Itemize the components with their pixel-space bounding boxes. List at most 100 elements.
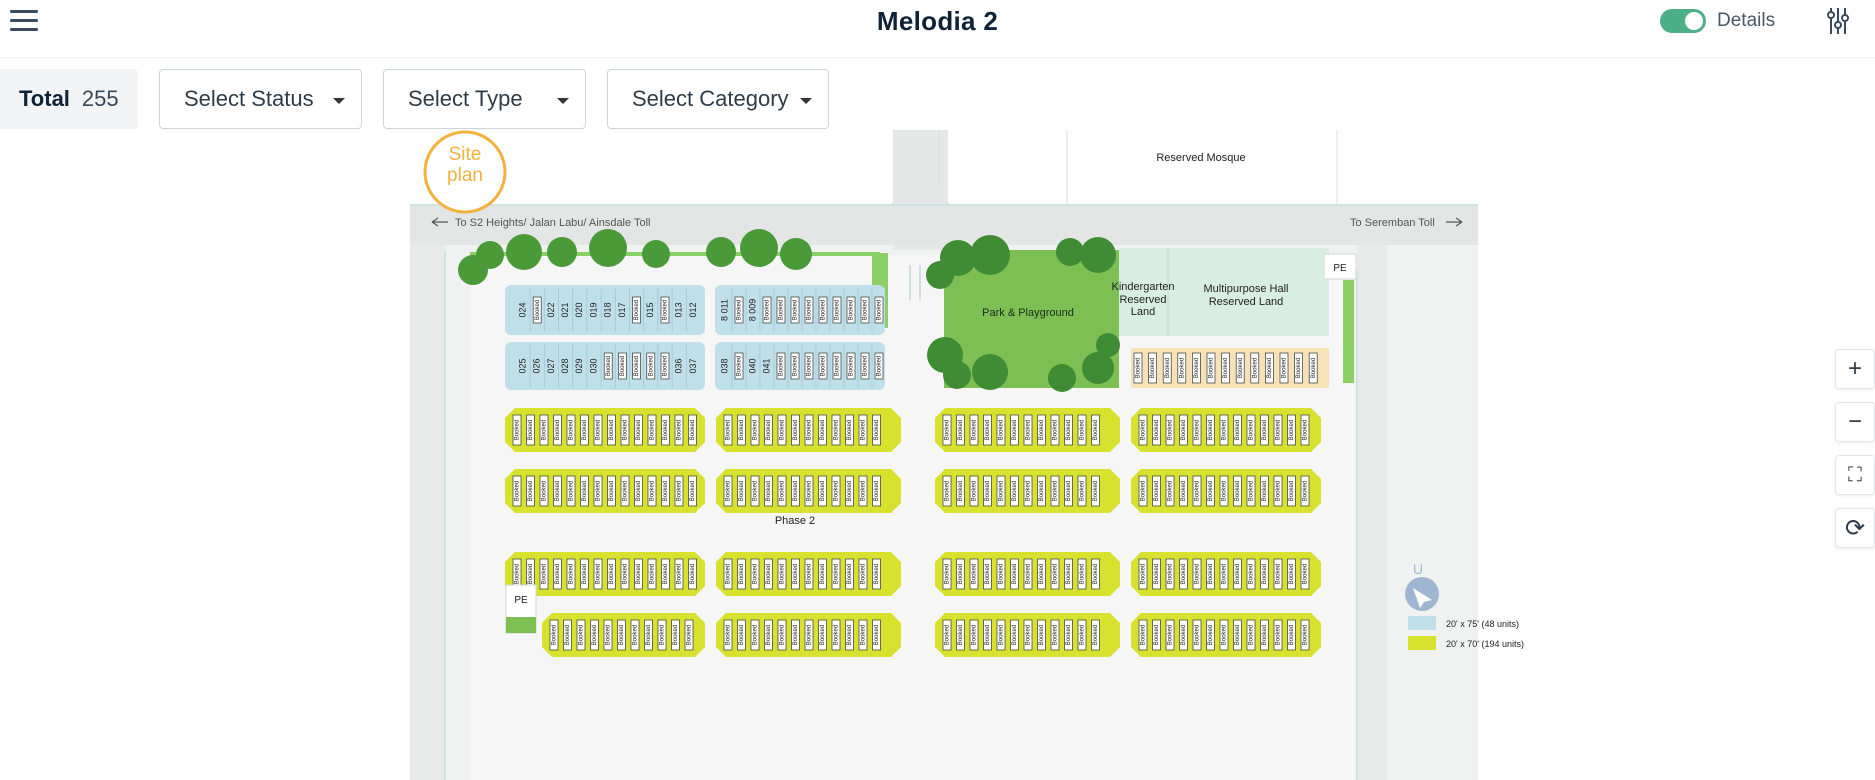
unit-lot[interactable]: Booked — [512, 414, 522, 446]
fullscreen-button[interactable]: ⛶ — [1835, 455, 1875, 495]
unit-lot[interactable]: Booked — [1091, 414, 1100, 446]
unit-lot[interactable]: Booked — [860, 352, 870, 380]
unit-lot[interactable]: Booked — [1037, 475, 1046, 507]
unit-lot[interactable]: Booked — [1138, 558, 1148, 590]
unit-lot[interactable]: Booked — [1050, 414, 1060, 446]
unit-lot[interactable]: Booked — [983, 475, 992, 507]
unit-lot[interactable]: Booked — [804, 475, 814, 507]
unit-lot[interactable]: Booked — [1265, 352, 1274, 384]
unit-lot[interactable]: Booked — [831, 475, 841, 507]
unit-lot[interactable]: Booked — [1308, 352, 1318, 384]
unit-lot[interactable]: Booked — [1246, 475, 1256, 507]
unit-lot[interactable]: Booked — [872, 558, 881, 590]
unit-lot[interactable]: Booked — [1300, 475, 1310, 507]
unit-lot[interactable]: Booked — [590, 619, 599, 651]
unit-lot[interactable]: 040 — [747, 353, 757, 379]
category-select[interactable]: Select Category — [607, 69, 829, 129]
unit-lot[interactable]: Booked — [790, 296, 800, 324]
unit-lot[interactable]: Booked — [737, 414, 746, 446]
unit-lot[interactable]: 024 — [517, 297, 527, 323]
unit-lot[interactable]: Booked — [764, 619, 773, 651]
unit-lot[interactable]: Booked — [1192, 475, 1202, 507]
unit-lot[interactable]: Booked — [1273, 558, 1283, 590]
unit-lot[interactable]: Booked — [563, 619, 572, 651]
unit-lot[interactable]: Booked — [818, 558, 827, 590]
unit-lot[interactable]: Booked — [1287, 558, 1296, 590]
unit-lot[interactable]: Booked — [818, 475, 827, 507]
unit-lot[interactable]: 017 — [617, 297, 627, 323]
unit-lot[interactable]: 028 — [560, 353, 570, 379]
unit-lot[interactable]: Booked — [750, 619, 760, 651]
unit-lot[interactable]: Booked — [804, 558, 814, 590]
unit-lot[interactable]: Booked — [1133, 352, 1143, 384]
unit-lot[interactable]: Booked — [804, 619, 814, 651]
unit-lot[interactable]: Booked — [860, 296, 870, 324]
unit-lot[interactable]: 8 009 — [747, 297, 757, 323]
unit-lot[interactable]: Booked — [607, 558, 616, 590]
unit-lot[interactable]: 030 — [588, 353, 598, 379]
unit-lot[interactable]: Booked — [526, 414, 535, 446]
unit-lot[interactable]: Booked — [1037, 558, 1046, 590]
unit-lot[interactable]: 036 — [674, 353, 684, 379]
unit-lot[interactable]: Booked — [644, 619, 653, 651]
unit-lot[interactable]: 038 — [719, 353, 729, 379]
unit-lot[interactable]: 018 — [603, 297, 613, 323]
unit-lot[interactable]: Booked — [737, 558, 746, 590]
unit-lot[interactable]: Booked — [969, 475, 979, 507]
unit-lot[interactable]: Booked — [607, 414, 616, 446]
unit-lot[interactable]: Booked — [1246, 619, 1256, 651]
unit-lot[interactable]: Booked — [1233, 414, 1242, 446]
unit-lot[interactable]: Booked — [661, 558, 670, 590]
unit-lot[interactable]: Booked — [790, 352, 800, 380]
unit-lot[interactable]: Booked — [1023, 558, 1033, 590]
unit-lot[interactable]: Booked — [1077, 414, 1087, 446]
unit-lot[interactable]: Booked — [1235, 352, 1245, 384]
unit-lot[interactable]: Booked — [632, 296, 641, 324]
unit-lot[interactable]: Booked — [1294, 352, 1303, 384]
unit-lot[interactable]: Booked — [647, 558, 657, 590]
unit-lot[interactable]: Booked — [684, 619, 694, 651]
unit-lot[interactable]: Booked — [618, 352, 627, 380]
unit-lot[interactable]: Booked — [1165, 619, 1175, 651]
unit-lot[interactable]: Booked — [764, 475, 773, 507]
unit-lot[interactable]: Booked — [791, 414, 800, 446]
unit-lot[interactable]: Booked — [942, 619, 952, 651]
unit-lot[interactable]: Booked — [1165, 414, 1175, 446]
unit-lot[interactable]: Booked — [1233, 619, 1242, 651]
unit-lot[interactable]: Booked — [1300, 558, 1310, 590]
unit-block-blue[interactable] — [715, 342, 885, 390]
unit-lot[interactable]: Booked — [553, 558, 562, 590]
unit-lot[interactable]: Booked — [634, 475, 643, 507]
type-select[interactable]: Select Type — [383, 69, 586, 129]
unit-lot[interactable]: Booked — [1179, 619, 1188, 651]
unit-lot[interactable]: Booked — [734, 296, 744, 324]
unit-lot[interactable]: Booked — [832, 352, 842, 380]
unit-lot[interactable]: Booked — [942, 558, 952, 590]
unit-lot[interactable]: Booked — [553, 475, 562, 507]
unit-lot[interactable]: Booked — [734, 352, 744, 380]
unit-lot[interactable]: Booked — [1246, 558, 1256, 590]
unit-lot[interactable]: Booked — [1077, 558, 1087, 590]
site-plan-map[interactable]: Reserved Mosque To S2 Heights/ Jalan Lab… — [0, 130, 1875, 780]
unit-lot[interactable]: Booked — [1179, 414, 1188, 446]
unit-lot[interactable]: 021 — [560, 297, 570, 323]
unit-lot[interactable]: Booked — [617, 619, 626, 651]
unit-lot[interactable]: Booked — [1138, 414, 1148, 446]
unit-lot[interactable]: Booked — [688, 475, 697, 507]
unit-lot[interactable]: Booked — [804, 414, 814, 446]
unit-lot[interactable]: Booked — [777, 619, 787, 651]
unit-lot[interactable]: Booked — [539, 558, 549, 590]
unit-lot[interactable]: Booked — [1010, 558, 1019, 590]
unit-lot[interactable]: Booked — [764, 414, 773, 446]
unit-lot[interactable]: Booked — [845, 619, 854, 651]
unit-lot[interactable]: Booked — [723, 558, 733, 590]
unit-lot[interactable]: Booked — [750, 414, 760, 446]
unit-lot[interactable]: Booked — [969, 414, 979, 446]
unit-lot[interactable]: Booked — [1010, 414, 1019, 446]
unit-lot[interactable]: Booked — [858, 619, 868, 651]
unit-lot[interactable]: Booked — [1050, 619, 1060, 651]
unit-lot[interactable]: Booked — [791, 558, 800, 590]
unit-lot[interactable]: Booked — [956, 475, 965, 507]
unit-lot[interactable]: 029 — [574, 353, 584, 379]
